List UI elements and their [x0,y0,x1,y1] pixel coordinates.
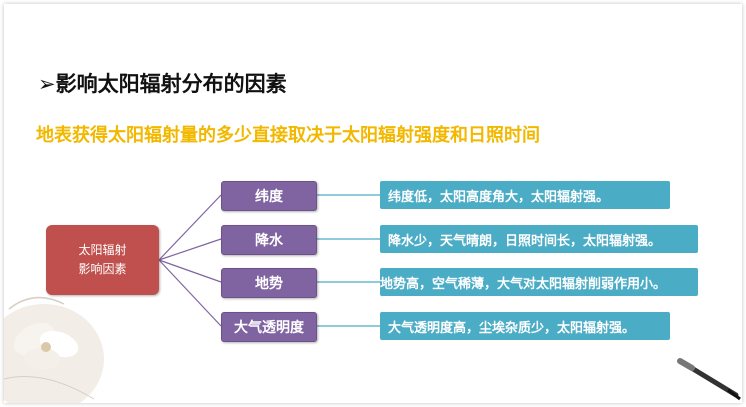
root-node: 太阳辐射 影响因素 [46,225,159,295]
connector-root-branch-1 [159,195,221,260]
slide: ➢影响太阳辐射分布的因素 地表获得太阳辐射量的多少直接取决于太阳辐射强度和日照时… [4,4,742,403]
root-line-2: 影响因素 [78,260,126,279]
branch-node-3: 地势 [221,268,317,298]
root-line-1: 太阳辐射 [78,241,126,260]
description-4: 大气透明度高，尘埃杂质少，太阳辐射强。 [380,312,670,340]
branch-node-4: 大气透明度 [221,312,317,342]
connector-root-branch-3 [159,260,221,282]
connector-root-branch-4 [159,260,221,326]
description-3: 地势高，空气稀薄，大气对太阳辐射削弱作用小。 [380,268,698,296]
branch-node-1: 纬度 [221,181,317,211]
branch-node-2: 降水 [221,225,317,255]
description-1: 纬度低，太阳高度角大，太阳辐射强。 [380,181,670,209]
description-2: 降水少，天气晴朗，日照时间长，太阳辐射强。 [380,225,698,253]
